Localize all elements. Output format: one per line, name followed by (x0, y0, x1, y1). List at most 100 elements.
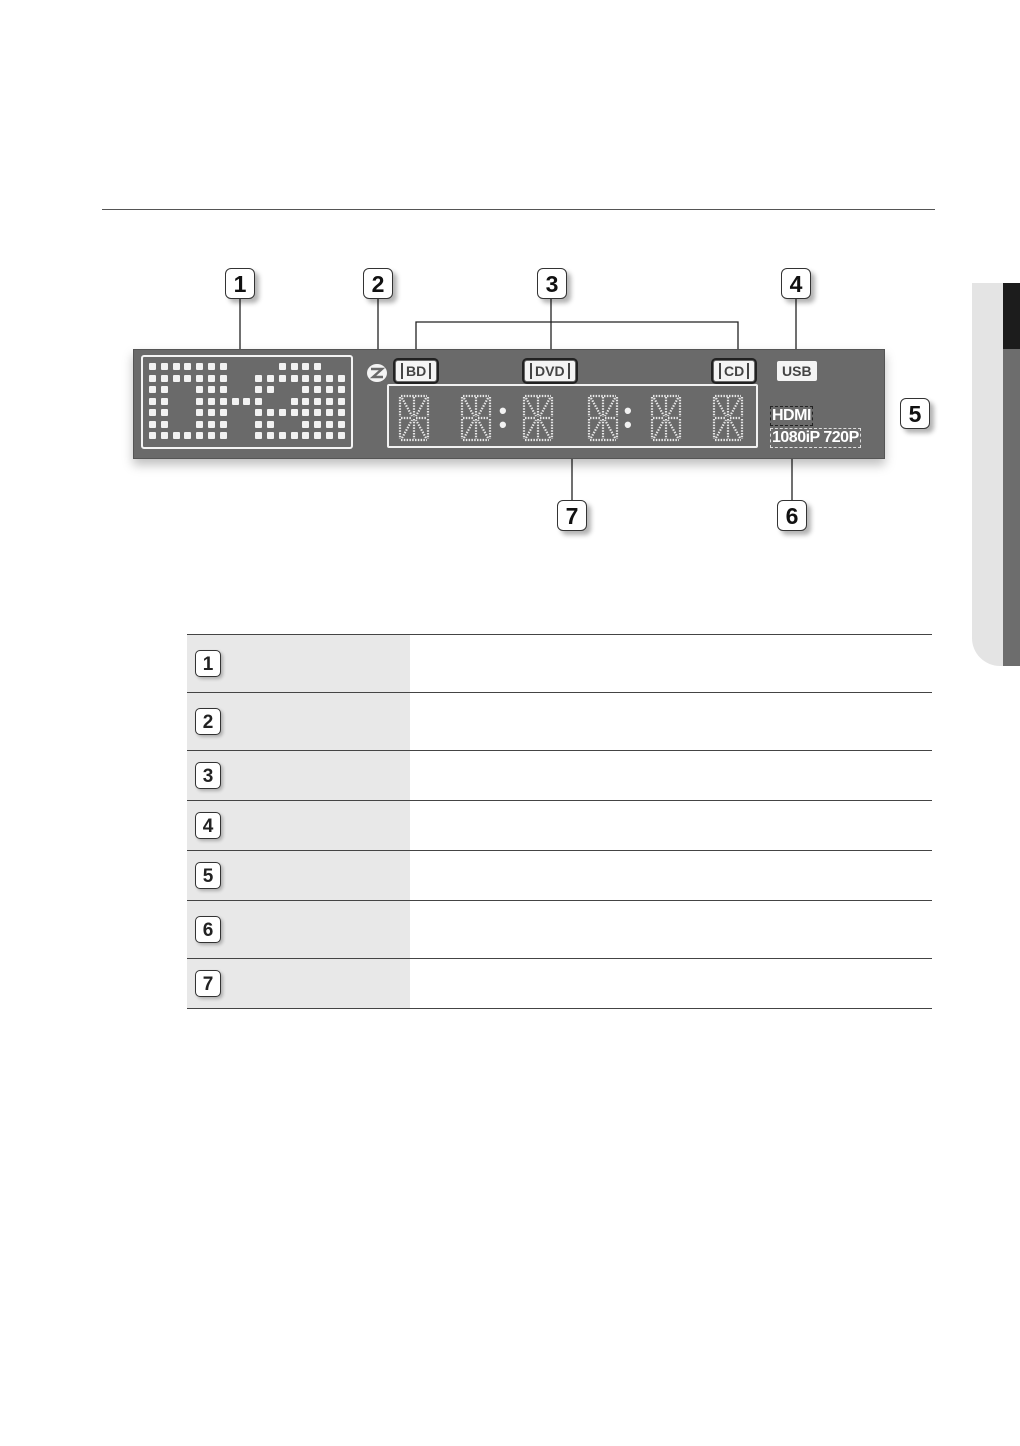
matrix-dot (337, 432, 345, 439)
matrix-dot (219, 432, 227, 439)
matrix-dot (326, 409, 333, 416)
legend-key: 1 (187, 634, 410, 693)
matrix-dot (302, 374, 310, 382)
matrix-dot (196, 432, 204, 439)
matrix-dot (314, 432, 322, 439)
matrix-dot (267, 374, 274, 382)
matrix-dot (149, 420, 156, 428)
matrix-dot (160, 432, 168, 439)
matrix-dot (149, 386, 156, 393)
legend-description (410, 692, 932, 751)
matrix-dot (278, 409, 286, 416)
matrix-dot (302, 409, 310, 416)
matrix-dot (302, 363, 310, 370)
matrix-dot (267, 409, 274, 416)
callout-1: 1 (225, 268, 255, 299)
legend-description (410, 958, 932, 1009)
legend-key: 3 (187, 750, 410, 801)
matrix-dot (314, 420, 322, 428)
matrix-dot (314, 374, 322, 382)
callout-5: 5 (900, 398, 930, 429)
legend-key: 7 (187, 958, 410, 1009)
dvd-indicator: DVD (522, 358, 578, 384)
legend-row: 5 (187, 850, 932, 901)
legend-row: 7 (187, 958, 932, 1009)
matrix-dot (278, 432, 286, 439)
matrix-dot (184, 432, 192, 439)
matrix-dot (219, 397, 227, 405)
segment-colon: •• (624, 398, 632, 437)
matrix-dot (255, 432, 263, 439)
legend-number: 7 (195, 970, 221, 997)
callout-3: 3 (537, 268, 567, 299)
matrix-dot (160, 409, 168, 416)
segment-colon: •• (499, 398, 507, 437)
matrix-dot (208, 363, 215, 370)
matrix-dot (149, 409, 156, 416)
legend-key: 2 (187, 692, 410, 751)
segment-digit (398, 394, 430, 442)
matrix-dot (208, 432, 215, 439)
matrix-dot (184, 374, 192, 382)
matrix-dot (302, 397, 310, 405)
matrix-dot (196, 374, 204, 382)
segment-display: •• •• (387, 384, 758, 448)
matrix-dot (255, 374, 263, 382)
matrix-dot (278, 374, 286, 382)
matrix-dot (255, 409, 263, 416)
matrix-dot (196, 409, 204, 416)
matrix-dot (196, 363, 204, 370)
matrix-dot (326, 397, 333, 405)
segment-digit (712, 394, 744, 442)
legend-number: 1 (195, 650, 221, 677)
side-tab-marker (1003, 283, 1020, 349)
segment-digit (587, 394, 619, 442)
matrix-dot (149, 374, 156, 382)
resolution-indicator: 1080iP 720P (770, 428, 861, 448)
legend-key: 6 (187, 900, 410, 959)
matrix-dot (219, 374, 227, 382)
matrix-dot (326, 374, 333, 382)
matrix-dot (337, 374, 345, 382)
matrix-dot (243, 397, 251, 405)
matrix-dot (219, 420, 227, 428)
callout-2: 2 (363, 268, 393, 299)
segment-digit (650, 394, 682, 442)
callout-6: 6 (777, 500, 807, 531)
dot-matrix-display (141, 355, 353, 449)
matrix-dot (302, 386, 310, 393)
matrix-dot (337, 409, 345, 416)
matrix-dot (219, 363, 227, 370)
legend-number: 6 (195, 916, 221, 943)
usb-indicator: USB (777, 361, 817, 381)
matrix-dot (172, 374, 180, 382)
matrix-dot (208, 386, 215, 393)
matrix-dot (219, 386, 227, 393)
matrix-dot (149, 363, 156, 370)
matrix-dot (314, 386, 322, 393)
matrix-dot (172, 432, 180, 439)
matrix-dot (290, 397, 298, 405)
matrix-dot (160, 397, 168, 405)
matrix-dot (172, 363, 180, 370)
legend-row: 3 (187, 750, 932, 801)
segment-digit (460, 394, 492, 442)
matrix-dot (267, 420, 274, 428)
matrix-dot (314, 409, 322, 416)
matrix-dot (290, 432, 298, 439)
matrix-dot (290, 363, 298, 370)
matrix-dot (160, 420, 168, 428)
disc-rotation-icon (367, 364, 387, 382)
legend-number: 2 (195, 708, 221, 735)
matrix-dot (337, 386, 345, 393)
matrix-dot (149, 432, 156, 439)
matrix-dot (302, 420, 310, 428)
matrix-dot (326, 432, 333, 439)
legend-key: 5 (187, 850, 410, 901)
hdmi-indicator: HDMI (770, 406, 813, 426)
matrix-dot (255, 420, 263, 428)
matrix-dot (267, 386, 274, 393)
matrix-dot (231, 397, 239, 405)
chapter-side-tab (972, 283, 1020, 666)
